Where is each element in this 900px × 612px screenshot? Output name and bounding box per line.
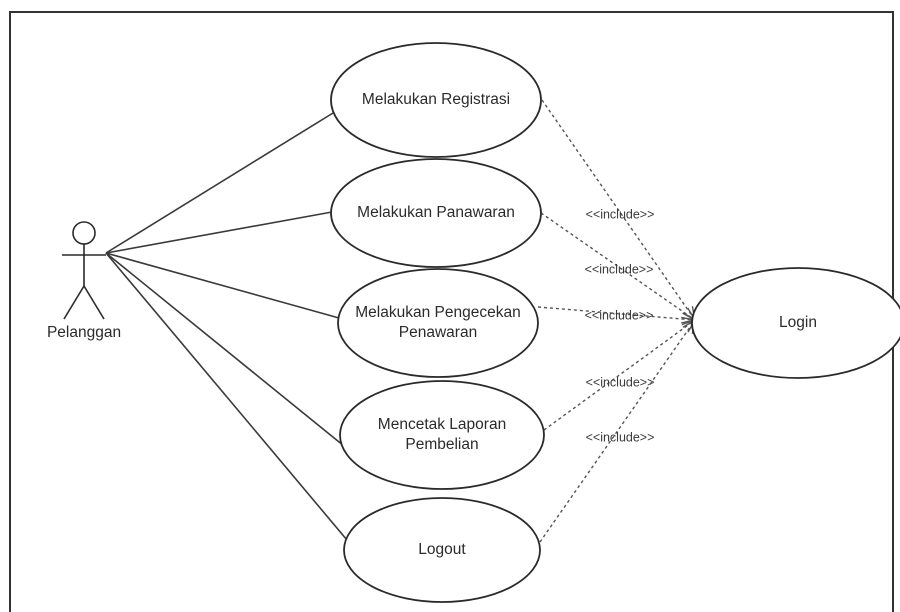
use-case-label: Penawaran bbox=[399, 324, 477, 341]
include-label-panawaran: <<include>> bbox=[585, 262, 654, 276]
include-line-panawaran bbox=[540, 212, 696, 321]
include-label-logout: <<include>> bbox=[586, 430, 655, 444]
use-case-panawaran: Melakukan Panawaran bbox=[330, 158, 542, 268]
use-case-label: Login bbox=[779, 314, 817, 331]
use-case-label: Melakukan Pengecekan bbox=[355, 304, 520, 321]
use-case-login: Login bbox=[691, 267, 900, 379]
include-line-registrasi bbox=[541, 99, 696, 321]
association-layer bbox=[105, 112, 348, 541]
include-layer: <<include>> <<include>> <<include>> <<inclu… bbox=[537, 99, 697, 543]
use-case-label: Melakukan Panawaran bbox=[357, 204, 515, 221]
actor-name: Pelanggan bbox=[47, 324, 121, 341]
use-case-ellipse bbox=[343, 497, 541, 603]
use-case-ellipse bbox=[337, 268, 539, 378]
actor-pelanggan: Pelanggan bbox=[47, 221, 121, 341]
association-line-laporan bbox=[105, 252, 345, 447]
association-line-pengecekan bbox=[105, 252, 340, 319]
include-label-laporan: <<include>> bbox=[586, 375, 655, 389]
association-line-logout bbox=[105, 252, 348, 541]
use-case-ellipse bbox=[691, 267, 900, 379]
use-case-label: Melakukan Registrasi bbox=[362, 91, 510, 108]
association-line-registrasi bbox=[105, 112, 334, 254]
use-case-ellipse bbox=[330, 42, 542, 158]
use-case-label: Pembelian bbox=[405, 436, 478, 453]
actor-layer: Pelanggan bbox=[47, 221, 121, 341]
use-case-label: Mencetak Laporan bbox=[378, 416, 506, 433]
include-label-pengecekan: <<include>> bbox=[585, 308, 654, 322]
association-line-panawaran bbox=[105, 211, 333, 254]
use-case-ellipse bbox=[339, 380, 545, 490]
include-label-registrasi: <<include>> bbox=[586, 207, 655, 221]
include-line-laporan bbox=[543, 319, 696, 431]
include-line-pengecekan bbox=[537, 306, 696, 321]
use-case-logout: Logout bbox=[343, 497, 541, 603]
use-case-label: Logout bbox=[418, 541, 466, 558]
stick-figure-icon bbox=[62, 221, 106, 320]
use-case-ellipse bbox=[330, 158, 542, 268]
use-case-registrasi: Melakukan Registrasi bbox=[330, 42, 542, 158]
